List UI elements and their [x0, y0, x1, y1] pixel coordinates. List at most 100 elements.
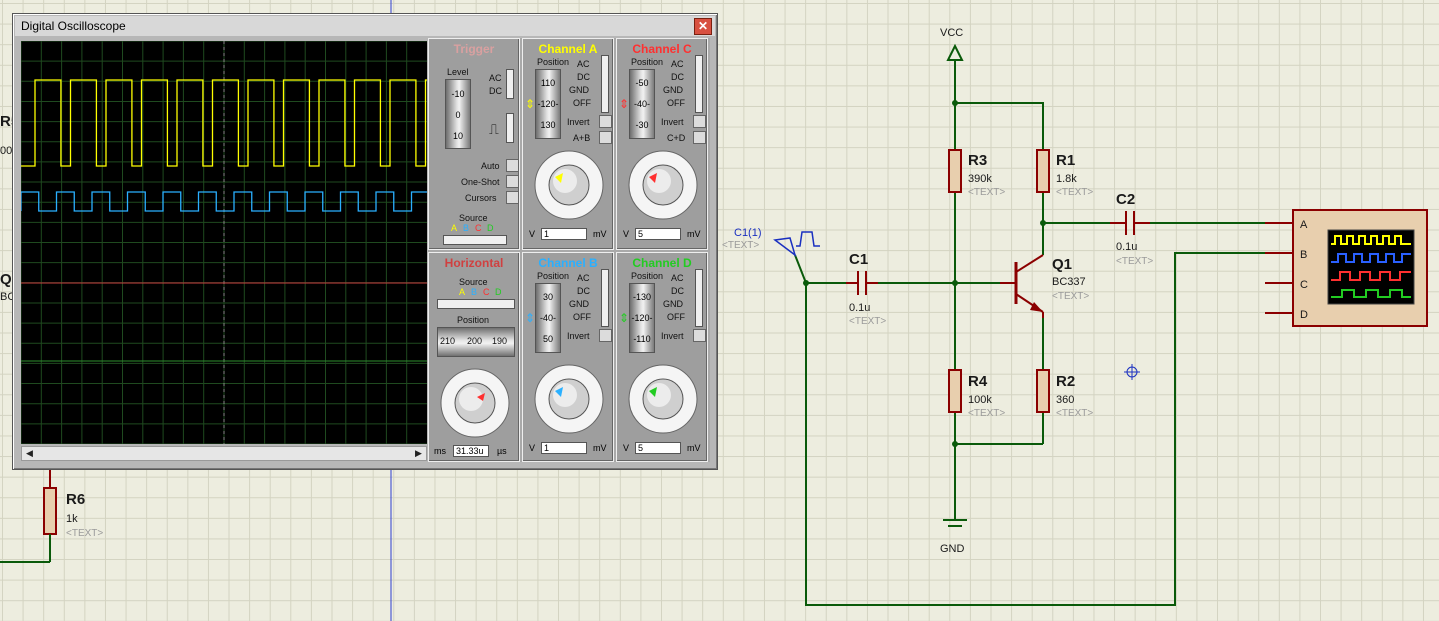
channel-c-unit-mv: mV [687, 229, 701, 239]
resistor-r3[interactable]: R3 390k <TEXT> [948, 149, 1005, 198]
channel-d-gnd[interactable]: GND [663, 299, 683, 309]
channel-a-gnd[interactable]: GND [569, 85, 589, 95]
horizontal-source-b[interactable]: B [471, 287, 478, 297]
channel-c-gnd[interactable]: GND [663, 85, 683, 95]
signal-generator-c1-1[interactable]: C1(1) <TEXT> [722, 227, 820, 257]
channel-a-ac[interactable]: AC [577, 59, 590, 69]
channel-c-dc[interactable]: DC [671, 72, 684, 82]
channel-d-dc[interactable]: DC [671, 286, 684, 296]
c1-value: 0.1u [849, 302, 870, 314]
channel-b-ac[interactable]: AC [577, 273, 590, 283]
channel-b-off[interactable]: OFF [573, 312, 591, 322]
horizontal-source-label: Source [459, 277, 488, 287]
channel-b-coupling-switch[interactable] [601, 269, 609, 327]
trigger-source-label: Source [459, 213, 488, 223]
channel-d-coupling-switch[interactable] [695, 269, 703, 327]
channel-a-scale-input[interactable]: 1 [541, 228, 587, 240]
channel-a-dc[interactable]: DC [577, 72, 590, 82]
trigger-source-c[interactable]: C [475, 223, 482, 233]
timebase-knob[interactable] [431, 361, 519, 441]
oscilloscope-window[interactable]: Digital Oscilloscope ✕ ◀ ▶ Trigger Level… [12, 13, 718, 470]
channel-c-off[interactable]: OFF [667, 98, 685, 108]
horizontal-source-a[interactable]: A [459, 287, 466, 297]
trigger-ac-label[interactable]: AC [489, 73, 502, 83]
trigger-edge-switch[interactable] [506, 113, 514, 143]
resistor-r1[interactable]: R1 1.8k <TEXT> [1036, 149, 1093, 198]
channel-a-position-label: Position [537, 57, 570, 67]
auto-button[interactable] [506, 159, 519, 172]
trigger-dc-label[interactable]: DC [489, 86, 502, 96]
channel-c-coupling-switch[interactable] [695, 55, 703, 113]
channel-a-position-wheel[interactable]: 110 -120- 130 [535, 69, 561, 139]
c2-value: 0.1u [1116, 241, 1137, 253]
oscilloscope-titlebar[interactable]: Digital Oscilloscope ✕ [15, 16, 715, 36]
r4-value: 100k [968, 394, 992, 406]
channel-b-invert-button[interactable] [599, 329, 612, 342]
channel-b-title: Channel B [538, 256, 598, 270]
channel-b-gnd[interactable]: GND [569, 299, 589, 309]
capacitor-c2[interactable]: C2 0.1u <TEXT> [1110, 191, 1153, 267]
channel-c-invert-button[interactable] [693, 115, 706, 128]
scope-screen[interactable] [21, 41, 427, 444]
channel-d-invert-button[interactable] [693, 329, 706, 342]
transistor-q1[interactable]: Q1 BC337 <TEXT> [1000, 254, 1089, 318]
partial-q[interactable]: Q BC [0, 271, 15, 303]
timebase-input[interactable]: 31.33u [453, 445, 489, 457]
channel-b-dc[interactable]: DC [577, 286, 590, 296]
trigger-source-slider[interactable] [443, 235, 507, 245]
trigger-coupling-switch[interactable] [506, 69, 514, 99]
channel-d-off[interactable]: OFF [667, 312, 685, 322]
horizontal-source-slider[interactable] [437, 299, 515, 309]
resistor-r4[interactable]: R4 100k <TEXT> [948, 369, 1005, 419]
scroll-right-icon[interactable]: ▶ [415, 448, 422, 458]
scroll-left-icon[interactable]: ◀ [26, 448, 33, 458]
channel-d-ac[interactable]: AC [671, 273, 684, 283]
trigger-source-d[interactable]: D [487, 223, 494, 233]
channel-b-position-wheel[interactable]: 30 -40- 50 [535, 283, 561, 353]
resistor-r6[interactable]: R6 1k <TEXT> [0, 468, 103, 563]
horizontal-source-d[interactable]: D [495, 287, 502, 297]
channel-a-unit-mv: mV [593, 229, 607, 239]
channel-c-position-wheel[interactable]: -50 -40- -30 [629, 69, 655, 139]
channel-a-off[interactable]: OFF [573, 98, 591, 108]
one-shot-button[interactable] [506, 175, 519, 188]
channel-b-scale-knob[interactable] [525, 357, 613, 437]
r3-value: 390k [968, 173, 992, 185]
channel-d-scale-knob[interactable] [619, 357, 707, 437]
channel-a-invert-button[interactable] [599, 115, 612, 128]
trigger-edge-icon[interactable]: ⎍ [489, 121, 499, 137]
channel-a-combine-button[interactable] [599, 131, 612, 144]
channel-c-combine-button[interactable] [693, 131, 706, 144]
oscilloscope-instrument[interactable]: A B C D [1265, 209, 1428, 327]
capacitor-c1[interactable]: C1 0.1u <TEXT> [846, 251, 886, 327]
cursors-button[interactable] [506, 191, 519, 204]
trigger-source-b[interactable]: B [463, 223, 470, 233]
trigger-level-wheel[interactable]: -10 0 10 [445, 79, 471, 149]
channel-c-ac[interactable]: AC [671, 59, 684, 69]
c1-text: <TEXT> [849, 316, 886, 327]
terminal-c-label: C [1300, 279, 1308, 291]
r4-ref: R4 [968, 373, 988, 390]
channel-d-scale-input[interactable]: 5 [635, 442, 681, 454]
channel-c-title: Channel C [632, 42, 692, 56]
channel-b-scale-input[interactable]: 1 [541, 442, 587, 454]
channel-c-scale-knob[interactable] [619, 143, 707, 223]
channel-a-scale-knob[interactable] [525, 143, 613, 223]
mode-auto-label: Auto [481, 161, 500, 171]
horizontal-position-wheel[interactable]: 210 200 190 [437, 327, 515, 357]
trigger-source-a[interactable]: A [451, 223, 458, 233]
channel-a-coupling-switch[interactable] [601, 55, 609, 113]
trigger-title: Trigger [453, 42, 495, 56]
close-icon[interactable]: ✕ [694, 18, 712, 35]
channel-b-invert-label: Invert [567, 331, 590, 341]
channel-b-unit-v: V [529, 443, 536, 453]
horizontal-source-c[interactable]: C [483, 287, 490, 297]
horizontal-scrollbar[interactable]: ◀ ▶ [21, 446, 427, 461]
gnd-terminal[interactable]: GND [940, 519, 967, 555]
vcc-power-terminal[interactable]: VCC [940, 27, 964, 61]
resistor-r2[interactable]: R2 360 <TEXT> [1036, 369, 1093, 419]
channel-c-scale-input[interactable]: 5 [635, 228, 681, 240]
channel-d-position-wheel[interactable]: -130 -120- -110 [629, 283, 655, 353]
r3-ref: R3 [968, 152, 987, 169]
